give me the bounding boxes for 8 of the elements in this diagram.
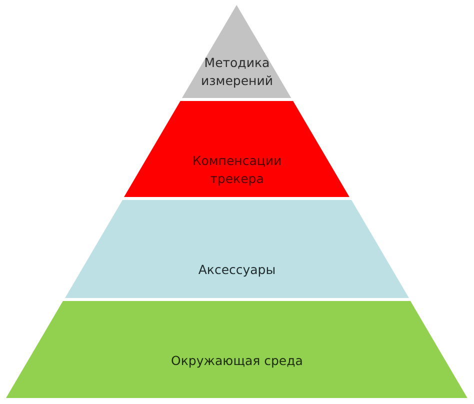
- pyramid-apex-triangle: [182, 5, 292, 98]
- tier-label: Окружающая среда: [171, 352, 303, 370]
- tier-label: Компенсации трекера: [191, 152, 283, 188]
- tier-label: Аксессуары: [198, 261, 276, 279]
- pyramid-tier: [6, 301, 468, 398]
- pyramid-tier: [65, 200, 409, 298]
- pyramid-tier: [124, 101, 350, 197]
- tier-label: Методика измерений: [200, 54, 274, 90]
